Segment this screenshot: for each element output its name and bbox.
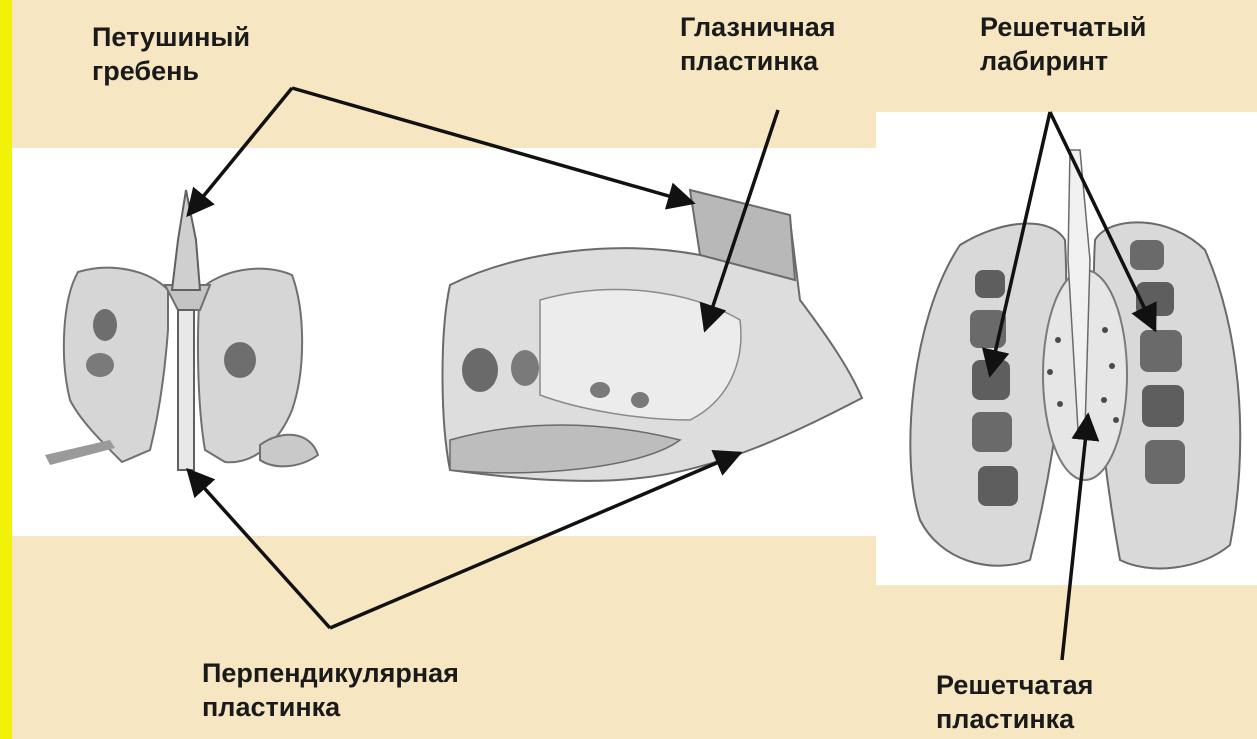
label-ethmoid-labyrinth-line2: лабиринт [980, 44, 1146, 78]
label-ethmoid-labyrinth: Решетчатый лабиринт [980, 10, 1146, 78]
arrow-crista-left [188, 88, 292, 215]
label-crista-galli-line2: гребень [92, 54, 250, 88]
arrow-perp-left [188, 470, 330, 628]
label-orbital-plate-line2: пластинка [680, 44, 836, 78]
label-cribriform-plate: Решетчатая пластинка [936, 668, 1093, 736]
ethmoid-front-view [45, 190, 318, 470]
label-perpendicular-plate: Перпендикулярная пластинка [202, 656, 459, 724]
label-crista-galli-line1: Петушиный [92, 20, 250, 54]
label-cribriform-plate-line1: Решетчатая [936, 668, 1093, 702]
label-crista-galli: Петушиный гребень [92, 20, 250, 88]
ethmoid-lateral-view [443, 190, 863, 481]
label-orbital-plate: Глазничная пластинка [680, 10, 836, 78]
arrow-crista-right [292, 88, 693, 203]
ethmoid-superior-view [910, 150, 1240, 568]
label-perpendicular-plate-line2: пластинка [202, 690, 459, 724]
label-cribriform-plate-line2: пластинка [936, 702, 1093, 736]
label-ethmoid-labyrinth-line1: Решетчатый [980, 10, 1146, 44]
label-perpendicular-plate-line1: Перпендикулярная [202, 656, 459, 690]
label-orbital-plate-line1: Глазничная [680, 10, 836, 44]
